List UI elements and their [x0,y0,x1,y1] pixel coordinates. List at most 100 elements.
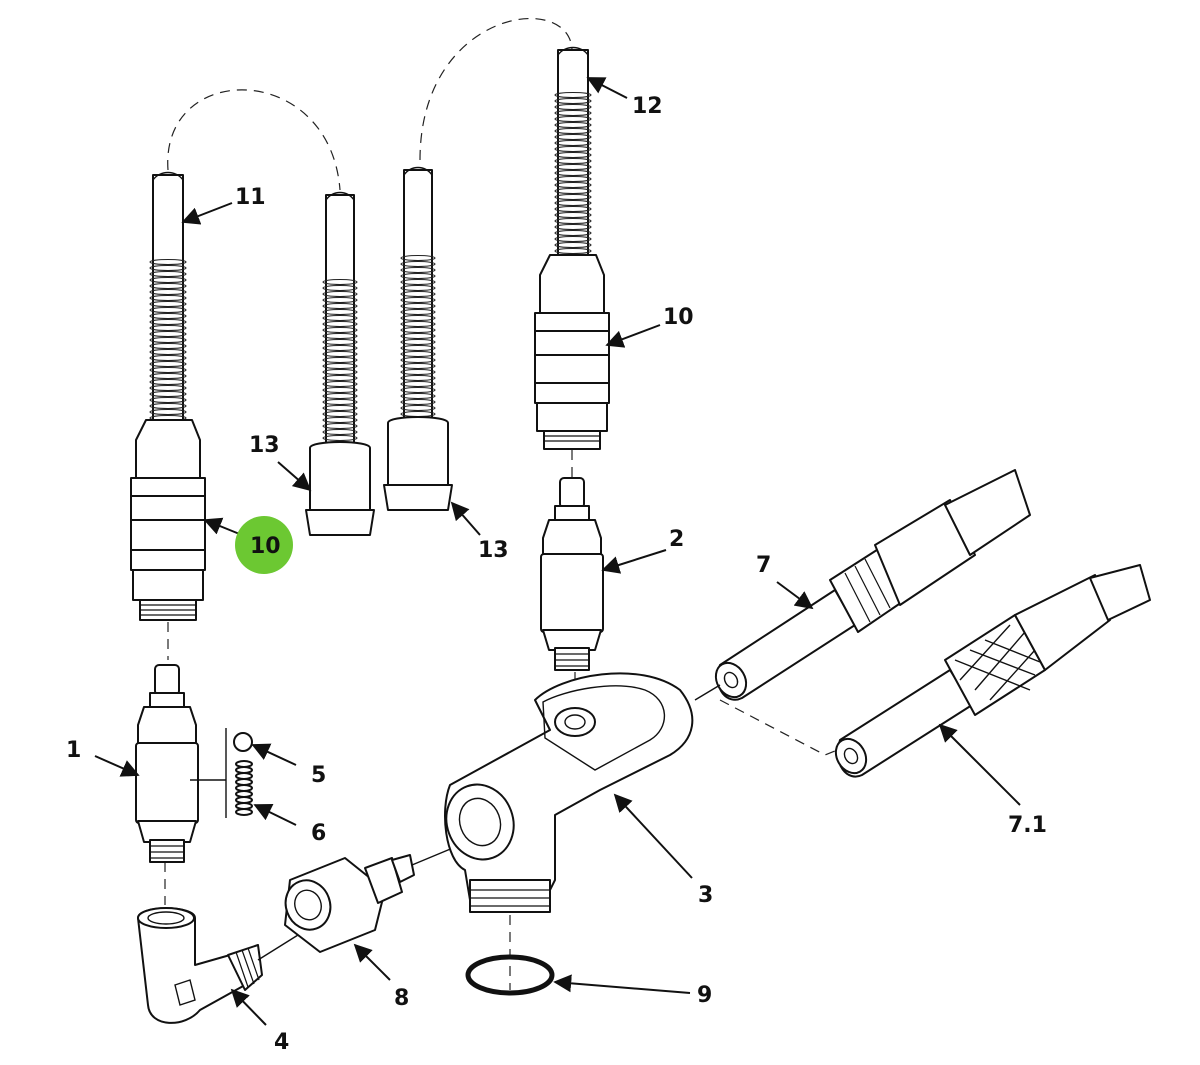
coil-turn [149,300,187,308]
quick-coupler-10-left [130,419,206,621]
hose-11 [149,171,187,446]
coil-turn [322,284,358,292]
coil-turn [400,302,436,310]
callout-10-left[interactable]: 10 [250,534,281,559]
spring-guard-coil [149,258,187,428]
coil-turn [554,205,592,213]
callout-13-left[interactable]: 13 [249,433,280,458]
coil-turn [554,109,592,117]
spring-turn [235,808,253,816]
coil-turn [322,362,358,370]
coil-turn [554,115,592,123]
coil-turn [400,260,436,268]
callout-13-right[interactable]: 13 [478,538,509,563]
hose-end-7 [714,469,1031,701]
callout-4[interactable]: 4 [274,1030,289,1055]
tee-body-3 [444,672,694,913]
coil-turn [322,380,358,388]
coil-turn [322,422,358,430]
elbow-4 [137,907,263,1024]
coil-turn [149,306,187,314]
callout-9[interactable]: 9 [697,983,712,1008]
coil-turn [322,356,358,364]
coil-turn [554,229,592,237]
axis-line [694,684,721,701]
coil-turn [322,404,358,412]
coil-turn [400,374,436,382]
coil-turn [322,338,358,346]
callout-8[interactable]: 8 [394,986,409,1011]
coil-turn [149,402,187,410]
coil-turn [149,342,187,350]
coil-turn [554,217,592,225]
coil-turn [322,302,358,310]
callout-6[interactable]: 6 [311,821,326,846]
coil-turn [400,368,436,376]
coil-turn [149,348,187,356]
coil-turn [400,344,436,352]
callout-labels: 11 12 10 13 10 13 2 7 1 5 6 7.1 3 8 9 4 [66,94,1047,1055]
coil-turn [149,294,187,302]
coil-turn [400,272,436,280]
coil-turn [554,133,592,141]
coil-turn [554,187,592,195]
plug-2 [540,477,604,671]
coil-turn [322,398,358,406]
coil-turn [149,330,187,338]
coil-turn [400,278,436,286]
coil-turn [400,320,436,328]
coil-turn [400,308,436,316]
coil-turn [149,336,187,344]
callout-11[interactable]: 11 [235,185,266,210]
hose-end-7-1 [834,564,1151,778]
coil-turn [400,290,436,298]
coil-turn [149,354,187,362]
coil-turn [149,276,187,284]
coil-turn [149,270,187,278]
spring-guard-coil [554,91,592,261]
coil-turn [400,266,436,274]
coil-turn [400,284,436,292]
coil-turn [322,314,358,322]
coil-turn [322,386,358,394]
coil-turn [149,264,187,272]
coil-turn [554,97,592,105]
coil-turn [322,410,358,418]
coil-turn [322,374,358,382]
callout-3[interactable]: 3 [698,883,713,908]
coil-turn [554,157,592,165]
callout-2[interactable]: 2 [669,527,684,552]
coil-turn [400,314,436,322]
plug-1 [135,664,199,863]
coil-turn [554,181,592,189]
callout-12[interactable]: 12 [632,94,663,119]
coil-turn [400,338,436,346]
hose-13-left [305,191,375,536]
coil-turn [149,366,187,374]
coil-turn [400,398,436,406]
coil-turn [554,145,592,153]
coil-turn [554,175,592,183]
coil-turn [322,332,358,340]
coil-turn [400,404,436,412]
coil-turn [149,258,187,266]
coil-turn [322,308,358,316]
coil-turn [554,151,592,159]
callout-10-highlight[interactable] [235,516,293,574]
hose-loop-left [167,89,341,191]
coil-turn [322,350,358,358]
callout-7-1[interactable]: 7.1 [1008,813,1047,838]
callout-10-right[interactable]: 10 [663,305,694,330]
spring-6 [235,760,253,816]
coil-turn [149,390,187,398]
coil-turn [149,312,187,320]
coil-turn [322,290,358,298]
coil-turn [400,392,436,400]
coil-turn [554,103,592,111]
callout-7[interactable]: 7 [756,553,771,578]
callout-5[interactable]: 5 [311,763,326,788]
coil-turn [400,380,436,388]
callout-1[interactable]: 1 [66,738,81,763]
coil-turn [322,416,358,424]
